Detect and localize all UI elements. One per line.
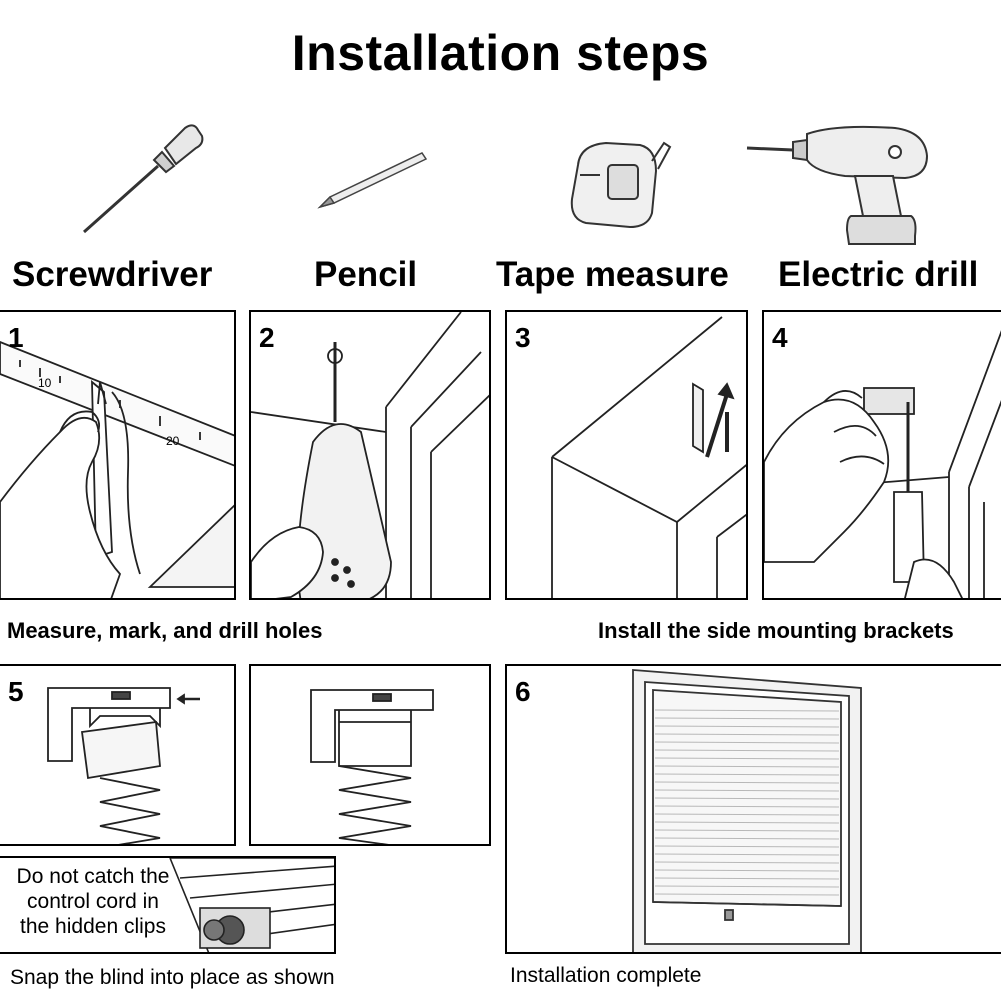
blind-pleat [654, 789, 840, 792]
step-number: 4 [772, 322, 788, 353]
step-number: 6 [515, 676, 531, 707]
blind-pleat [654, 765, 840, 768]
blind-pleat [654, 813, 840, 816]
step-5-illustration [47, 687, 200, 844]
tool-label-electric-drill: Electric drill [778, 255, 979, 294]
blind-pleat [654, 757, 840, 760]
blind-pleat [654, 877, 840, 880]
pencil-icon [317, 152, 428, 209]
step-number: 5 [8, 676, 24, 707]
blind-pleat [654, 885, 840, 888]
step-5b-panel [249, 664, 491, 846]
tool-label-screwdriver: Screwdriver [12, 255, 213, 294]
blind-pleat [654, 845, 840, 848]
step-5-panel: 5 [0, 664, 236, 846]
blind-pleat [654, 821, 840, 824]
caption-measure-mark-drill: Measure, mark, and drill holes [7, 618, 323, 643]
electric-drill-icon [746, 125, 929, 245]
tool-label-tape-measure: Tape measure [496, 255, 729, 294]
ruler-tick-10: 10 [38, 376, 52, 390]
blind-pleat [654, 805, 840, 808]
blind-pleat [654, 749, 840, 752]
blind-pleat [654, 741, 840, 744]
step-4-illustration [764, 330, 1001, 598]
blind-pleat [654, 717, 840, 720]
step-2-illustration [251, 312, 489, 598]
blind-pleat [654, 773, 840, 776]
step-2-panel: 2 [249, 310, 491, 600]
caption-snap-blind: Snap the blind into place as shown [10, 966, 335, 989]
blind-pleat [654, 837, 840, 840]
step-number: 3 [515, 322, 531, 353]
step-1-illustration: 10 20 [0, 341, 234, 598]
step-4-panel: 4 [762, 310, 1001, 600]
blind-pleat [654, 709, 840, 712]
step-3-illustration [551, 316, 746, 598]
warning-note-line-2: control cord in [27, 890, 159, 913]
caption-install-brackets: Install the side mounting brackets [598, 618, 954, 643]
blind-pleat [654, 733, 840, 736]
step-number: 1 [8, 322, 24, 353]
warning-note: Do not catch the control cord in the hid… [2, 864, 184, 939]
step-number: 2 [259, 322, 275, 353]
hidden-clips-illustration [169, 858, 334, 952]
caption-installation-complete: Installation complete [510, 964, 702, 987]
warning-note-line-3: the hidden clips [20, 915, 166, 938]
blind-pleat [654, 829, 840, 832]
page-title: Installation steps [291, 25, 710, 81]
step-1-panel: 10 20 1 [0, 310, 236, 600]
step-5b-illustration [310, 689, 434, 844]
tape-measure-icon [570, 141, 672, 229]
step-6-illustration [632, 669, 862, 952]
blind-pleat [654, 797, 840, 800]
warning-note-line-1: Do not catch the [16, 865, 170, 888]
blind-pleat [654, 853, 840, 856]
blind-pleat [654, 893, 840, 896]
blind-pleat [654, 781, 840, 784]
blind-pleat [654, 869, 840, 872]
blind-pleat [654, 725, 840, 728]
step-6-panel: 6 [505, 664, 1001, 954]
hidden-clips-closeup-panel: Do not catch the control cord in the hid… [0, 856, 336, 954]
screwdriver-icon [83, 124, 204, 234]
tool-label-pencil: Pencil [314, 255, 418, 294]
blind-pleat [654, 861, 840, 864]
step-3-panel: 3 [505, 310, 748, 600]
ruler-tick-20: 20 [166, 434, 180, 448]
